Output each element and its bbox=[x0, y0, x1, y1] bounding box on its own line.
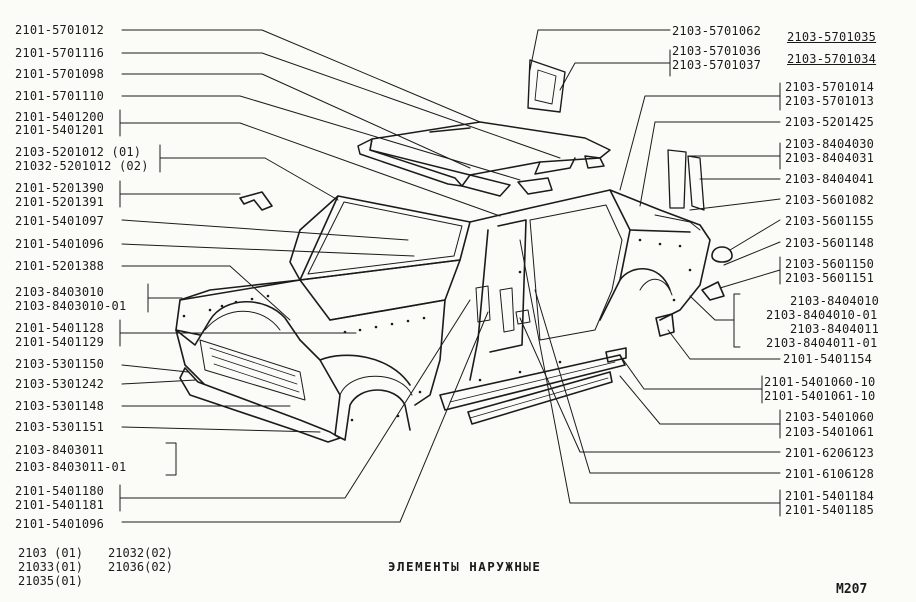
part-label-right: 2103-5401061 bbox=[785, 425, 875, 439]
part-label-right: 2103-8404011-01 bbox=[766, 336, 878, 350]
part-label-left: 2101-5401200 bbox=[15, 110, 105, 124]
part-label-right: 2101-5401184 bbox=[785, 489, 875, 503]
car-body bbox=[175, 59, 733, 443]
part-label-right: 2101-5401061-10 bbox=[764, 389, 876, 403]
part-label-left: 2101-5401129 bbox=[15, 335, 105, 349]
part-label-right: 2103-8404011 bbox=[790, 322, 880, 336]
part-label-left: 2101-5401096 bbox=[15, 517, 105, 531]
page-code: M207 bbox=[836, 582, 868, 597]
part-label-left: 2101-5401180 bbox=[15, 484, 105, 498]
part-label-left: 2101-5401128 bbox=[15, 321, 105, 335]
part-label-right: 2103-5701035 bbox=[787, 30, 877, 44]
leader-lines-right bbox=[519, 29, 781, 517]
part-label-right: 2103-5701036 bbox=[672, 44, 762, 58]
leader-lines-left bbox=[119, 29, 561, 523]
part-label-right: 2101-5401060-10 bbox=[764, 375, 876, 389]
part-label-right: 2103-8404010 bbox=[790, 294, 880, 308]
part-label-left: 2103-5301150 bbox=[15, 357, 105, 371]
part-label-left: 2103-5301151 bbox=[15, 420, 105, 434]
model-entry: 21035(01) bbox=[18, 574, 84, 588]
part-label-right: 2101-6206123 bbox=[785, 446, 875, 460]
part-label-left: 2103-8403011 bbox=[15, 443, 105, 457]
part-label-left: 2101-5201388 bbox=[15, 259, 105, 273]
part-label-left: 2101-5401181 bbox=[15, 498, 105, 512]
part-label-right: 2101-5401185 bbox=[785, 503, 875, 517]
part-label-right: 2103-5701034 bbox=[787, 52, 877, 66]
part-label-right: 2103-5601151 bbox=[785, 271, 875, 285]
model-entry: 2103 (01) bbox=[18, 546, 84, 560]
part-label-right: 2103-8404041 bbox=[785, 172, 875, 186]
part-label-left: 2101-5401201 bbox=[15, 123, 105, 137]
part-label-left: 2103-5301148 bbox=[15, 399, 105, 413]
part-label-left: 2103-8403011-01 bbox=[15, 460, 127, 474]
part-label-right: 2101-6106128 bbox=[785, 467, 875, 481]
part-label-right: 2103-5601148 bbox=[785, 236, 875, 250]
model-entry: 21032(02) bbox=[108, 546, 174, 560]
part-label-left: 2101-5701098 bbox=[15, 67, 105, 81]
diagram-title: ЭЛЕМЕНТЫ НАРУЖНЫЕ bbox=[388, 559, 542, 574]
part-label-left: 2103-5201012 (01) bbox=[15, 145, 142, 159]
part-label-right: 2103-5201425 bbox=[785, 115, 875, 129]
part-label-right: 2103-8404010-01 bbox=[766, 308, 878, 322]
models-list-col1: 2103 (01) 21033(01) 21035(01) bbox=[18, 546, 83, 588]
part-label-left: 2101-5401096 bbox=[15, 237, 105, 251]
part-label-right: 2103-8404030 bbox=[785, 137, 875, 151]
part-label-left: 2101-5701110 bbox=[15, 89, 105, 103]
part-label-left: 2101-5701012 bbox=[15, 23, 105, 37]
part-label-right: 2103-5701062 bbox=[672, 24, 762, 38]
part-label-left: 21032-5201012 (02) bbox=[15, 159, 149, 173]
part-label-right: 2103-5701037 bbox=[672, 58, 762, 72]
part-label-left: 2103-8403010-01 bbox=[15, 299, 127, 313]
part-label-right: 2101-5401154 bbox=[783, 352, 873, 366]
part-label-right: 2103-8404031 bbox=[785, 151, 875, 165]
part-label-right: 2103-5701014 bbox=[785, 80, 875, 94]
model-entry: 21036(02) bbox=[108, 560, 174, 574]
roof-panel bbox=[357, 121, 611, 197]
part-label-right: 2103-5601082 bbox=[785, 193, 875, 207]
part-label-right: 2103-5601150 bbox=[785, 257, 875, 271]
part-label-left: 2103-5301242 bbox=[15, 377, 105, 391]
rivet-dots bbox=[182, 238, 692, 422]
part-label-left: 2101-5201391 bbox=[15, 195, 105, 209]
model-entry: 21033(01) bbox=[18, 560, 84, 574]
models-list-col2: 21032(02) 21036(02) bbox=[108, 546, 173, 574]
part-label-right: 2103-5701013 bbox=[785, 94, 875, 108]
part-label-right: 2103-5401060 bbox=[785, 410, 875, 424]
part-label-left: 2103-8403010 bbox=[15, 285, 105, 299]
part-label-left: 2101-5701116 bbox=[15, 46, 105, 60]
part-label-left: 2101-5201390 bbox=[15, 181, 105, 195]
part-label-right: 2103-5601155 bbox=[785, 214, 875, 228]
part-label-left: 2101-5401097 bbox=[15, 214, 105, 228]
